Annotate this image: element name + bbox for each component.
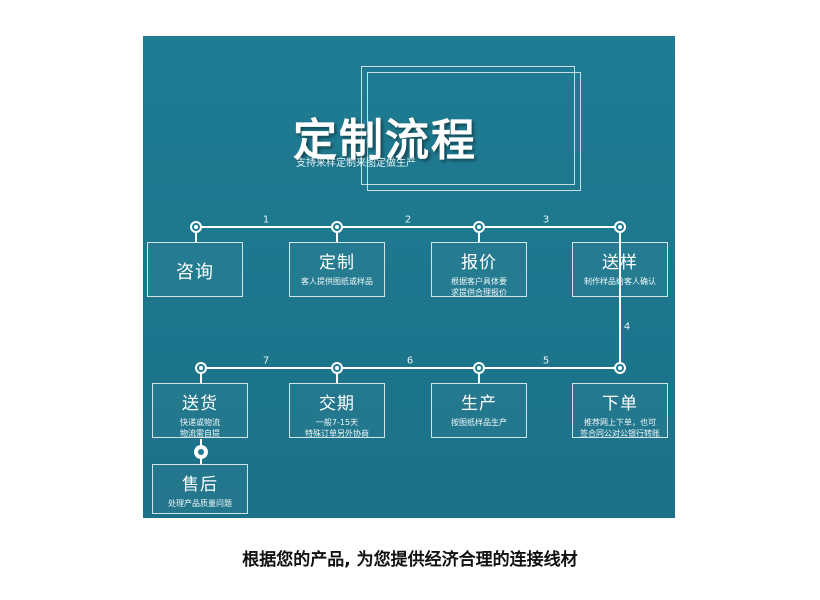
step-title: 生产 (461, 394, 497, 414)
step-title: 定制 (319, 253, 355, 273)
flow-node (473, 362, 485, 374)
step-title: 下单 (602, 394, 638, 414)
step-box-quote: 报价 根据客户具体要 求提供合理报价 (431, 242, 527, 297)
step-desc: 制作样品给客人确认 (584, 277, 656, 286)
step-title: 交期 (319, 394, 355, 414)
step-desc: 处理产品质量问题 (168, 499, 232, 508)
step-title: 送样 (602, 253, 638, 273)
step-box-sample: 送样 制作样品给客人确认 (572, 242, 668, 297)
caption-text: 根据您的产品, 为您提供经济合理的连接线材 (242, 550, 578, 570)
step-box-after-sales: 售后 处理产品质量问题 (152, 464, 248, 514)
step-desc: 根据客户具体要 求提供合理报价 (451, 277, 507, 297)
step-box-consult: 咨询 (147, 242, 243, 297)
flow-node (195, 362, 207, 374)
step-desc: 客人提供图纸或样品 (301, 277, 373, 286)
cycle-icon (194, 445, 208, 459)
step-desc: 一般7-15天 特殊订单另外协商 (305, 418, 369, 438)
step-box-production: 生产 按图纸样品生产 (431, 383, 527, 438)
step-desc: 推荐网上下单，也可 签合同公对公银行转账 (580, 418, 660, 438)
process-panel: 定制流程 支持来样定制来图定做生产 1 2 3 4 5 6 7 咨询 定制 客人… (143, 36, 675, 518)
title-frame-inner (367, 72, 581, 191)
step-title: 报价 (461, 253, 497, 273)
step-number: 3 (542, 214, 550, 226)
step-desc: 快递或物流 物流需自提 (180, 418, 220, 438)
step-title: 咨询 (176, 262, 214, 283)
step-number: 6 (406, 355, 414, 367)
step-number: 7 (262, 355, 270, 367)
step-box-delivery-time: 交期 一般7-15天 特殊订单另外协商 (289, 383, 385, 438)
step-number: 2 (404, 214, 412, 226)
step-box-customize: 定制 客人提供图纸或样品 (289, 242, 385, 297)
step-title: 售后 (182, 475, 218, 495)
step-number: 1 (262, 214, 270, 226)
flow-node (331, 362, 343, 374)
step-box-shipping: 送货 快递或物流 物流需自提 (152, 383, 248, 438)
flow-node (614, 362, 626, 374)
title-frame-outer (361, 66, 575, 185)
flow-node (331, 221, 343, 233)
step-number: 4 (623, 321, 631, 333)
flow-node (473, 221, 485, 233)
flow-node (190, 221, 202, 233)
connector-lines (195, 226, 621, 464)
step-desc: 按图纸样品生产 (451, 418, 507, 427)
flow-node (614, 221, 626, 233)
step-number: 5 (542, 355, 550, 367)
step-box-order: 下单 推荐网上下单，也可 签合同公对公银行转账 (572, 383, 668, 438)
diagram-title: 定制流程 (293, 115, 477, 166)
step-title: 送货 (182, 394, 218, 414)
diagram-subtitle: 支持来样定制来图定做生产 (296, 158, 416, 169)
